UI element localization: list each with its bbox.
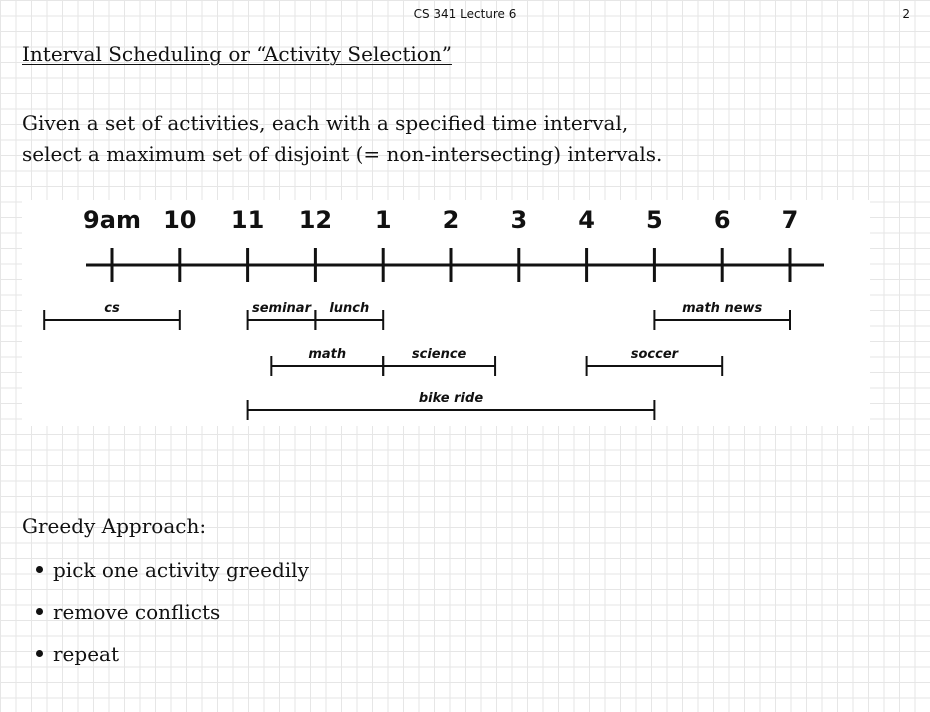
greedy-steps-list: pick one activity greedily remove confli… bbox=[36, 554, 309, 680]
activity-label: math news bbox=[682, 301, 762, 316]
bullet-icon bbox=[36, 608, 43, 615]
activity-label: bike ride bbox=[419, 391, 483, 406]
hour-label: 7 bbox=[782, 206, 799, 234]
hour-label: 5 bbox=[646, 206, 663, 234]
hour-label: 2 bbox=[443, 206, 460, 234]
activity-bars bbox=[43, 310, 791, 420]
section-title: Interval Scheduling or “Activity Selecti… bbox=[22, 42, 452, 66]
activity-label: math bbox=[308, 347, 346, 362]
greedy-step: remove conflicts bbox=[36, 596, 309, 638]
greedy-step: pick one activity greedily bbox=[36, 554, 309, 596]
activity-label: cs bbox=[104, 301, 120, 316]
greedy-step-text: remove conflicts bbox=[53, 600, 221, 624]
problem-statement: Given a set of activities, each with a s… bbox=[22, 108, 662, 170]
activity-label: seminar bbox=[252, 301, 313, 316]
hour-label: 3 bbox=[510, 206, 527, 234]
greedy-step-text: repeat bbox=[53, 642, 119, 666]
hour-label: 11 bbox=[231, 206, 264, 234]
hour-ticks bbox=[110, 248, 792, 282]
activity-labels: cs seminar lunch math news math science soccer… bbox=[104, 301, 762, 406]
activity-label: soccer bbox=[631, 347, 680, 362]
hour-label: 1 bbox=[375, 206, 392, 234]
hour-label: 12 bbox=[299, 206, 332, 234]
page-number: 2 bbox=[902, 7, 910, 21]
timeline-panel bbox=[22, 200, 870, 426]
bullet-icon bbox=[36, 566, 43, 573]
problem-statement-line: select a maximum set of disjoint (= non-… bbox=[22, 142, 663, 166]
activity-label: science bbox=[412, 347, 467, 362]
hour-label: 4 bbox=[578, 206, 595, 234]
greedy-step: repeat bbox=[36, 638, 309, 680]
greedy-step-text: pick one activity greedily bbox=[53, 558, 309, 582]
activity-label: lunch bbox=[329, 301, 369, 316]
bullet-icon bbox=[36, 650, 43, 657]
greedy-heading: Greedy Approach: bbox=[22, 514, 207, 538]
hour-label: 9am bbox=[83, 206, 141, 234]
problem-statement-line: Given a set of activities, each with a s… bbox=[22, 111, 629, 135]
hour-label: 10 bbox=[163, 206, 196, 234]
lecture-header: CS 341 Lecture 6 bbox=[413, 7, 517, 21]
hour-label: 6 bbox=[714, 206, 731, 234]
